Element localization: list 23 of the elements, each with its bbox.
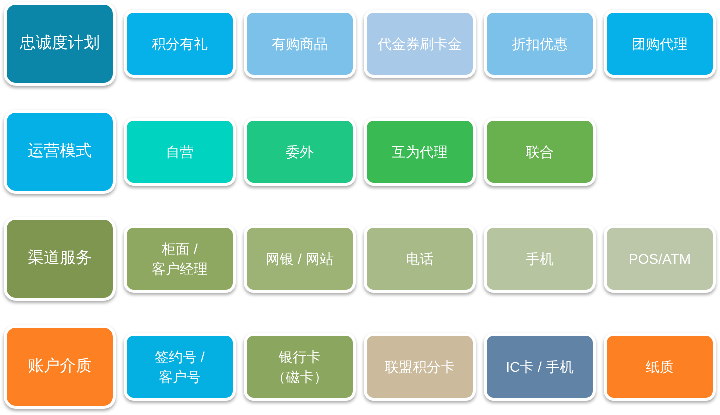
category-box: 渠道服务 bbox=[4, 217, 116, 301]
option-box: 手机 bbox=[484, 225, 596, 293]
option-box: 电话 bbox=[364, 225, 476, 293]
option-box: 有购商品 bbox=[244, 10, 356, 78]
option-box: 自营 bbox=[124, 118, 236, 186]
category-box: 账户介质 bbox=[4, 325, 116, 409]
option-box: 签约号 / 客户号 bbox=[124, 333, 236, 401]
option-box: 网银 / 网站 bbox=[244, 225, 356, 293]
option-box: 积分有礼 bbox=[124, 10, 236, 78]
option-box: IC卡 / 手机 bbox=[484, 333, 596, 401]
category-box: 忠诚度计划 bbox=[4, 2, 116, 86]
option-box: 柜面 / 客户经理 bbox=[124, 225, 236, 293]
option-box: 折扣优惠 bbox=[484, 10, 596, 78]
option-box: 团购代理 bbox=[604, 10, 716, 78]
option-box: 互为代理 bbox=[364, 118, 476, 186]
option-box: POS/ATM bbox=[604, 225, 716, 293]
option-box: 纸质 bbox=[604, 333, 716, 401]
option-box: 联盟积分卡 bbox=[364, 333, 476, 401]
category-box: 运营模式 bbox=[4, 110, 116, 194]
option-box: 代金券刷卡金 bbox=[364, 10, 476, 78]
option-box: 联合 bbox=[484, 118, 596, 186]
option-box: 委外 bbox=[244, 118, 356, 186]
option-box: 银行卡（磁卡） bbox=[244, 333, 356, 401]
